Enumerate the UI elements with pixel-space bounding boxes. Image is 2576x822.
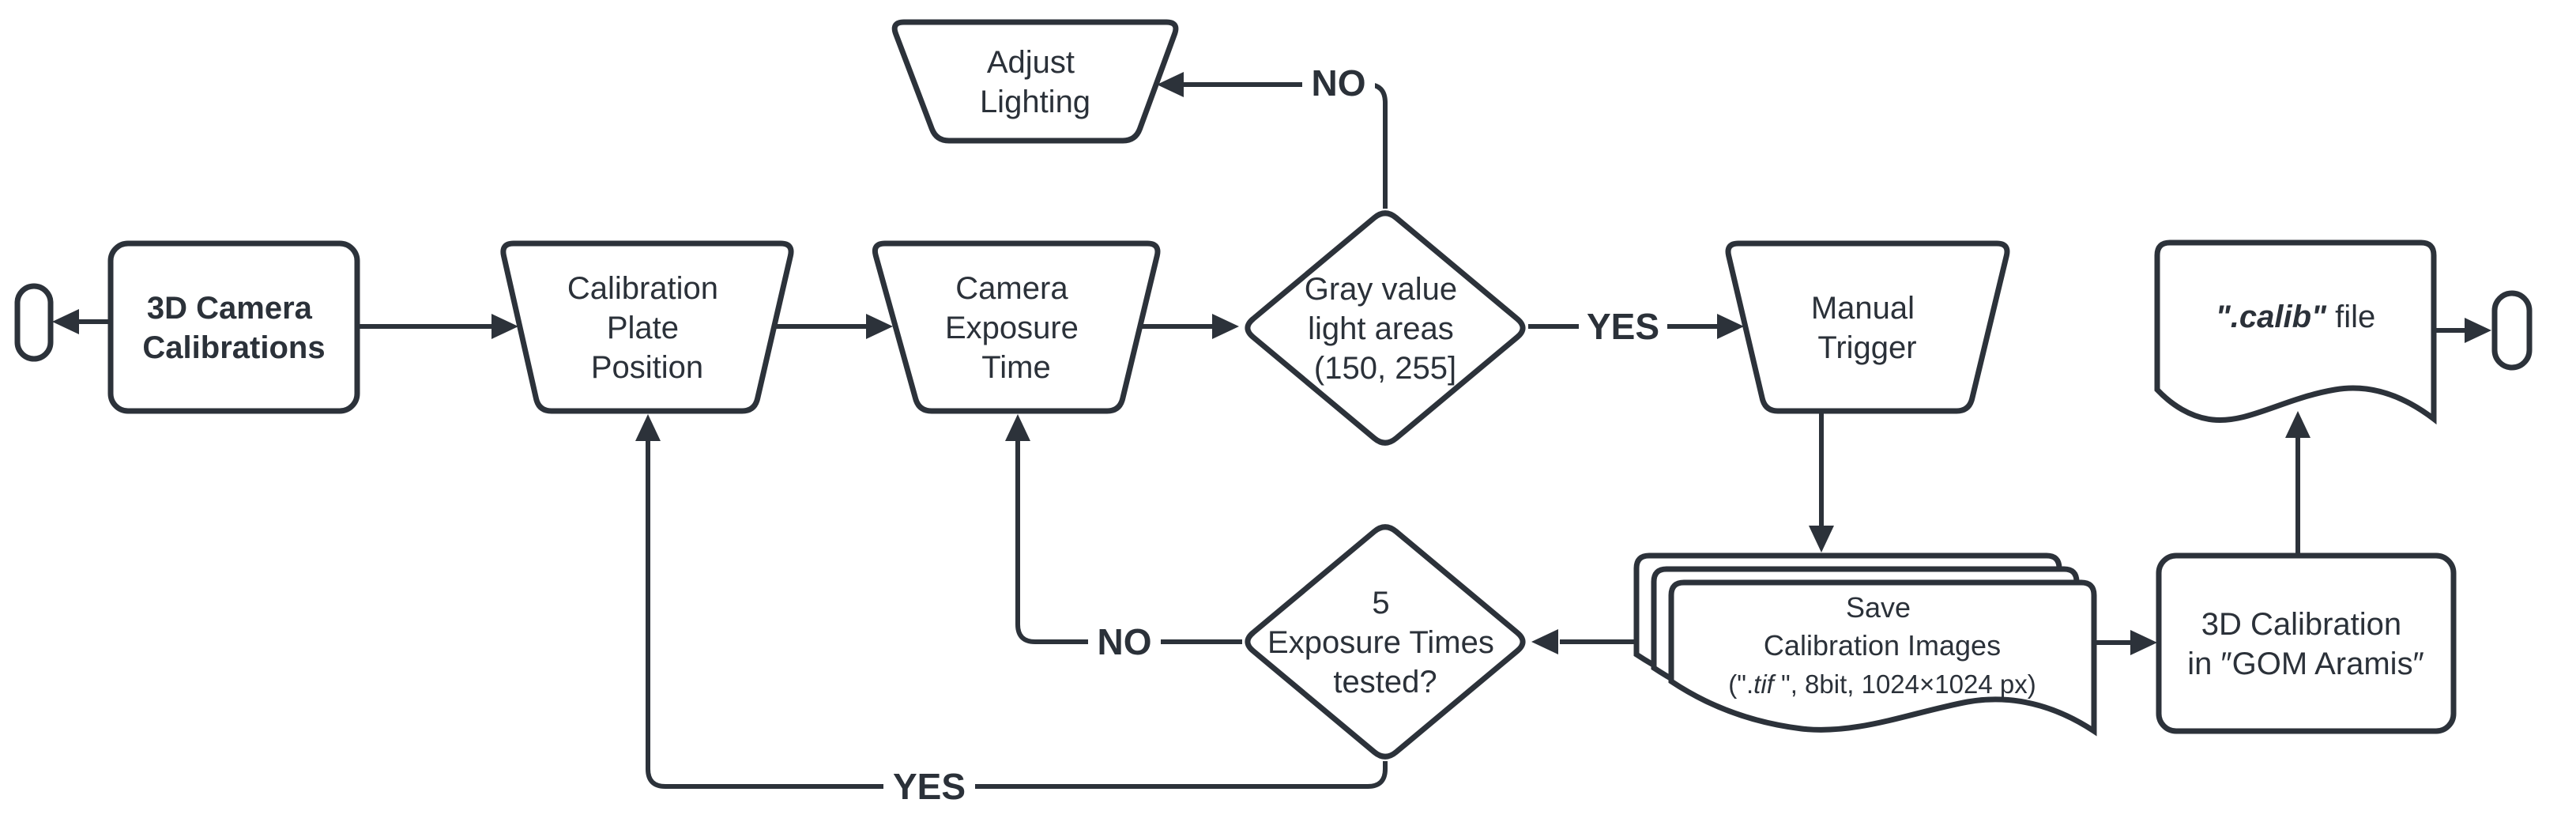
gom-calibration-line1: 3D Calibration: [2201, 607, 2401, 642]
arrowhead-into-gom-calibration: [2130, 630, 2157, 655]
calibration-plate-line2: Plate: [607, 311, 679, 345]
adjust-lighting-line1: Adjust: [987, 45, 1075, 80]
save-images-detail-ext: tif: [1753, 669, 1781, 699]
save-images-front-sheet: [1668, 579, 2097, 737]
end-terminal: [2491, 290, 2533, 371]
manual-op-camera-exposure: [872, 240, 1161, 414]
exposure-decision-line2: Exposure Times: [1267, 625, 1494, 660]
gray-value-line3: (150, 255]: [1314, 351, 1456, 386]
connectors: [52, 72, 2491, 789]
manual-op-adjust-lighting: [891, 19, 1179, 144]
save-images-detail-rest: ", 8bit, 1024×1024 px): [1781, 669, 2036, 699]
calibration-plate-line1: Calibration: [567, 271, 718, 306]
save-images-detail-open: (".: [1728, 669, 1753, 699]
save-images-detail-parts: (".tif ", 8bit, 1024×1024 px): [1728, 669, 2036, 699]
exposure-no-label-bg: [1088, 622, 1161, 662]
start-terminal: [14, 283, 54, 362]
calibration-plate-line3: Position: [591, 350, 703, 385]
camera-calibrations-line1: 3D Camera: [147, 291, 313, 326]
multidoc-save-calibration-images: Save Calibration Images (".tif ", 8bit, …: [1633, 552, 2097, 737]
arrowhead-into-calib-file: [2285, 411, 2310, 438]
arrowhead-into-exposure-decision: [1531, 629, 1558, 654]
exposure-yes-label: YES: [893, 766, 966, 807]
arrowhead-into-camera-exposure: [866, 314, 893, 339]
arrowhead-yes-into-calibration-plate-bottom: [635, 414, 661, 441]
camera-exposure-label: Camera Exposure Time: [945, 271, 1087, 385]
calib-file-parts: ".calib" file: [2216, 300, 2375, 334]
edge-labels: NO YES NO YES: [883, 62, 1667, 808]
save-images-line2: Calibration Images: [1764, 629, 2001, 662]
camera-calibrations-label: 3D Camera Calibrations: [142, 291, 325, 365]
gray-value-line2: light areas: [1308, 311, 1454, 346]
camera-exposure-line1: Camera: [955, 271, 1068, 306]
manual-trigger-line2: Trigger: [1817, 330, 1916, 365]
adjust-lighting-label: Adjust Lighting: [980, 45, 1090, 119]
calibration-plate-label: Calibration Plate Position: [567, 271, 727, 385]
process-camera-calibrations: [107, 240, 360, 414]
decision-gray-value: [1245, 210, 1526, 446]
arrowhead-into-start-terminal: [52, 309, 79, 334]
arrowhead-into-adjust-lighting: [1157, 72, 1184, 97]
exposure-decision-line3: tested?: [1333, 665, 1437, 699]
exposure-decision-label: 5 Exposure Times tested?: [1267, 586, 1503, 699]
manual-op-manual-trigger: [1725, 240, 2010, 414]
gom-calibration-label: 3D Calibration in ″GOM Aramis″: [2187, 607, 2423, 681]
arrowhead-into-manual-trigger: [1717, 314, 1744, 339]
camera-calibrations-line2: Calibrations: [142, 330, 325, 365]
gom-calibration-line2: in ″GOM Aramis″: [2187, 647, 2423, 681]
gray-value-line1: Gray value: [1305, 272, 1457, 307]
edge-exposure-decision-yes-to-calibration-plate: [646, 441, 1388, 789]
manual-op-calibration-plate: [500, 240, 794, 414]
adjust-lighting-line2: Lighting: [980, 85, 1090, 119]
process-gom-calibration: [2156, 552, 2457, 734]
calib-file-suffix: file: [2326, 300, 2375, 334]
arrowhead-no-into-camera-exposure-bottom: [1005, 414, 1030, 441]
document-calib-file: [2154, 239, 2437, 425]
camera-exposure-line2: Exposure: [945, 311, 1079, 345]
arrowhead-into-save-images: [1809, 526, 1834, 552]
exposure-decision-line1: 5: [1372, 586, 1389, 620]
edge-exposure-decision-no-to-camera-exposure: [1015, 441, 1242, 644]
lighting-no-label-bg: [1302, 63, 1375, 103]
arrowhead-into-grayvalue-decision: [1212, 314, 1239, 339]
exposure-yes-label-bg: [883, 765, 975, 808]
save-images-line1: Save: [1846, 591, 1911, 624]
arrowhead-into-end-terminal: [2465, 318, 2491, 343]
manual-trigger-line1: Manual: [1811, 291, 1915, 326]
calib-file-label: ".calib" file: [2216, 300, 2375, 334]
lighting-no-label: NO: [1312, 62, 1366, 104]
trigger-yes-label: YES: [1587, 306, 1659, 347]
arrowhead-into-calibration-plate: [491, 314, 518, 339]
manual-trigger-label: Manual Trigger: [1811, 291, 1923, 365]
camera-exposure-line3: Time: [981, 350, 1050, 385]
decision-exposure-times: [1245, 524, 1526, 760]
exposure-no-label: NO: [1098, 621, 1152, 662]
gray-value-label: Gray value light areas (150, 255]: [1305, 272, 1467, 386]
trigger-yes-label-bg: [1579, 307, 1667, 346]
calib-file-name: ".calib": [2216, 300, 2327, 334]
save-images-detail: (".tif ", 8bit, 1024×1024 px): [1728, 669, 2036, 699]
save-images-label: Save Calibration Images: [1764, 591, 2001, 662]
